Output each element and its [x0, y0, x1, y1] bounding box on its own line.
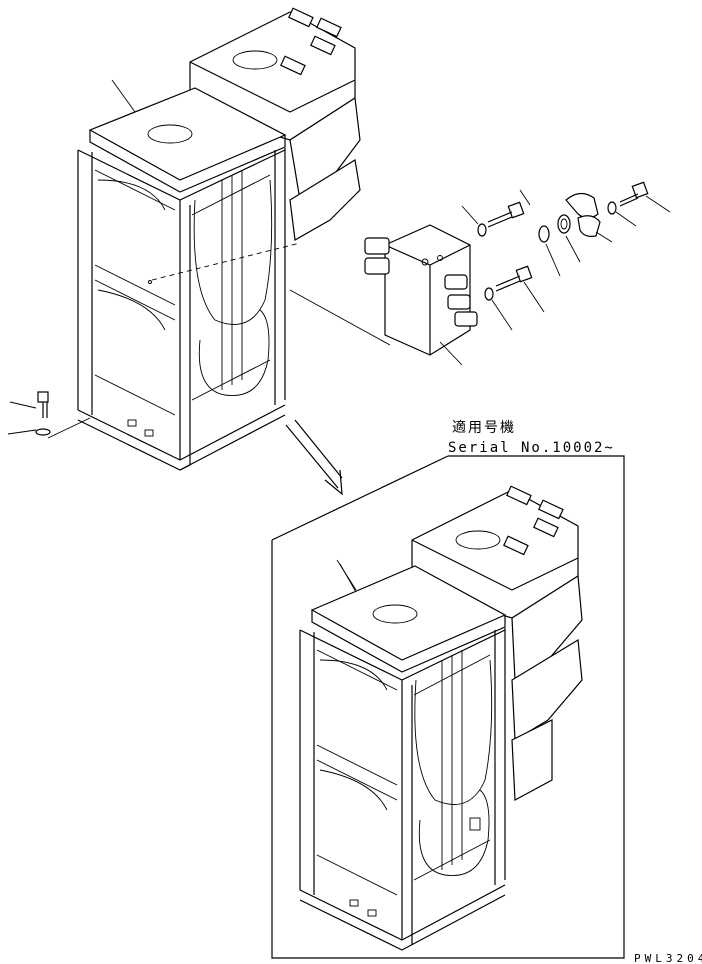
serial-note: 適用号機 Serial No.10002~	[448, 419, 615, 456]
arrow-down-right-icon	[285, 419, 343, 496]
left-bolt-washer	[7, 391, 91, 439]
applicable-models-label: 適用号機	[452, 419, 516, 436]
serial-number-label: Serial No.10002~	[448, 440, 615, 456]
serial-variant-box	[271, 455, 625, 959]
drawing-code: PWL3204	[634, 952, 702, 964]
upper-frame-assembly	[7, 7, 671, 496]
top-plate	[88, 79, 287, 193]
main-tower-frame	[77, 148, 286, 471]
valve-hardware	[461, 181, 671, 331]
valve-block	[364, 224, 478, 366]
